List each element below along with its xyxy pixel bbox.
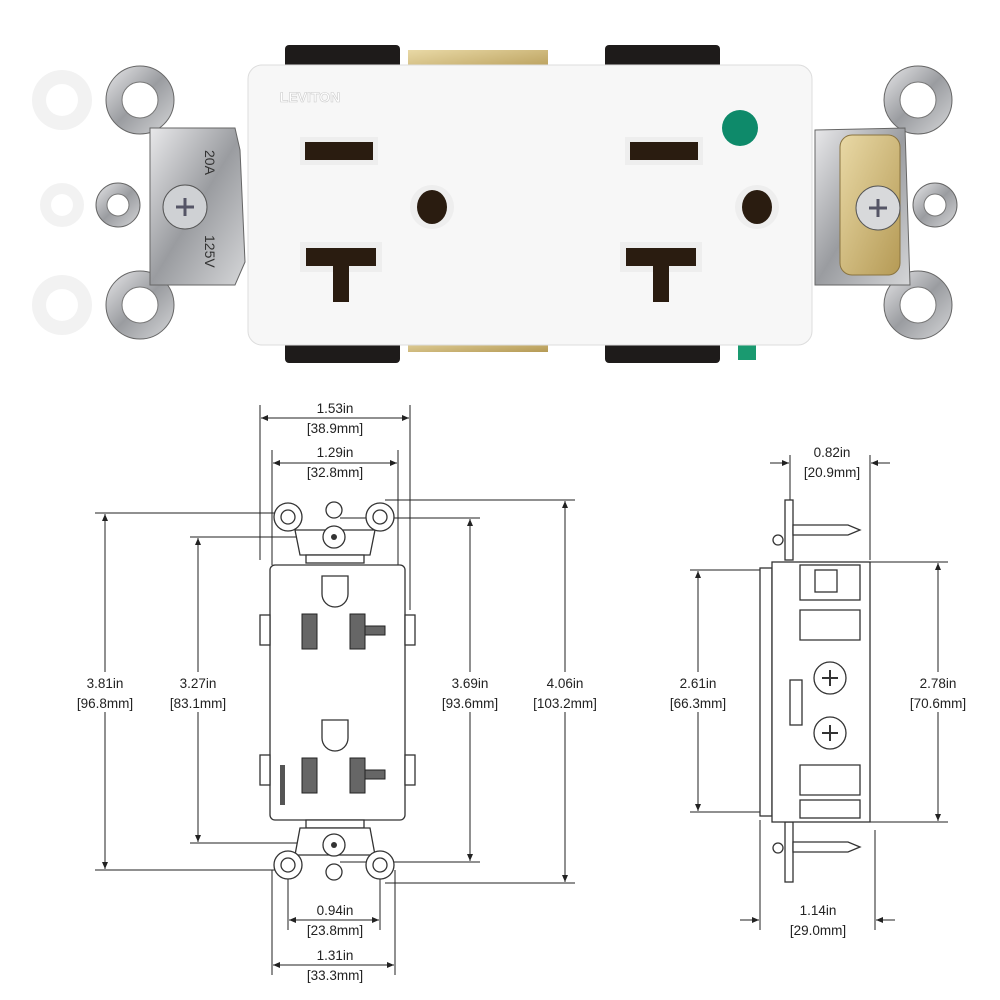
dim-height-a-mm: [96.8mm] (77, 696, 133, 711)
dim-height-b-mm: [83.1mm] (170, 696, 226, 711)
dim-depth-top-mm: [20.9mm] (804, 465, 860, 480)
front-outlet-top (301, 575, 386, 650)
side-view-drawing: 0.82in [20.9mm] 2.61in [66.3mm] 2.78in [… (660, 445, 976, 938)
rating-amps: 20A (202, 150, 218, 176)
front-view-drawing: 1.53in [38.9mm] 1.29in [32.8mm] 3.81in [… (68, 401, 610, 983)
dim-width-overall-mm: [38.9mm] (307, 421, 363, 436)
dim-height-left-mm: [66.3mm] (670, 696, 726, 711)
side-face-plate (759, 567, 773, 817)
side-strap (772, 499, 862, 883)
receptacle-face (247, 64, 813, 346)
dim-height-left-in: 2.61in (680, 676, 717, 691)
outlet-right (620, 137, 779, 302)
dim-height-a-in: 3.81in (87, 676, 124, 691)
dim-depth-bottom-in: 1.14in (800, 903, 837, 918)
left-mounting-strap: 20A 125V (95, 65, 246, 340)
dim-width-body-mm: [32.8mm] (307, 465, 363, 480)
front-strap-bottom (273, 819, 395, 881)
dim-height-c-mm: [93.6mm] (442, 696, 498, 711)
outlet-left (300, 137, 454, 302)
dim-width-overall-in: 1.53in (317, 401, 354, 416)
dim-height-right-mm: [70.6mm] (910, 696, 966, 711)
right-mounting-strap (814, 65, 958, 340)
dim-height-overall-in: 4.06in (547, 676, 584, 691)
dim-bottom-width-b-in: 1.31in (317, 948, 354, 963)
dim-depth-top-in: 0.82in (814, 445, 851, 460)
rating-volts: 125V (202, 235, 218, 268)
front-outlet-bottom (280, 719, 386, 805)
product-photo: 20A 125V LEVITON (32, 45, 958, 363)
dim-width-body-in: 1.29in (317, 445, 354, 460)
brand-logo: LEVITON (280, 89, 340, 105)
dim-bottom-width-a-in: 0.94in (317, 903, 354, 918)
front-strap-top (273, 501, 395, 564)
ghost-strap-ears (32, 70, 92, 335)
dim-depth-bottom-mm: [29.0mm] (790, 923, 846, 938)
hospital-grade-indicator-dot (722, 110, 758, 146)
dim-bottom-width-a-mm: [23.8mm] (307, 923, 363, 938)
dim-height-c-in: 3.69in (452, 676, 489, 691)
dim-height-right-in: 2.78in (920, 676, 957, 691)
dim-height-overall-mm: [103.2mm] (533, 696, 597, 711)
dim-height-b-in: 3.27in (180, 676, 217, 691)
dim-bottom-width-b-mm: [33.3mm] (307, 968, 363, 983)
